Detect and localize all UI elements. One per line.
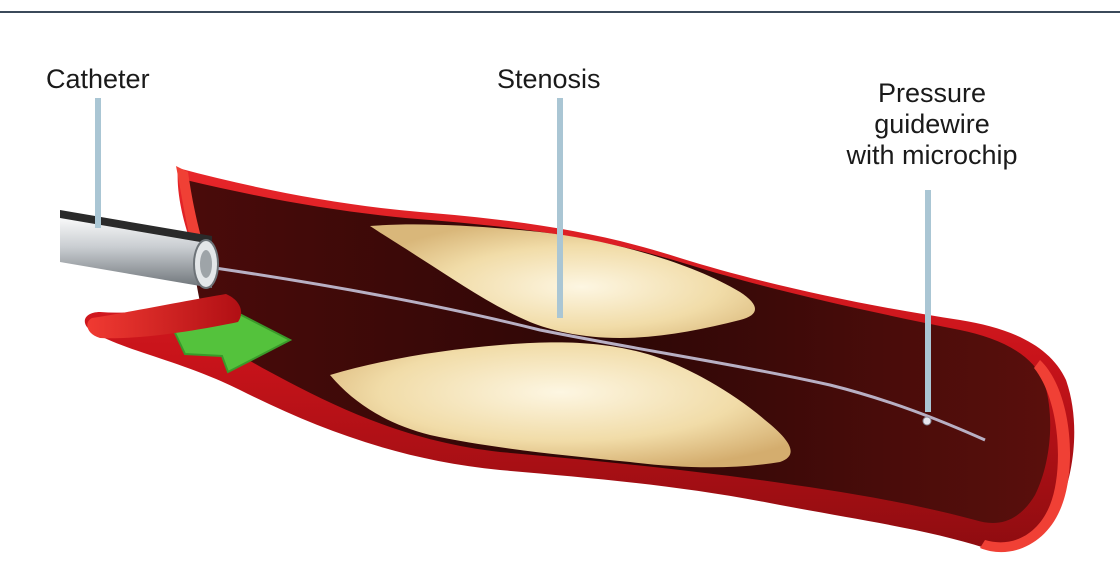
microchip [923,417,931,425]
guidewire-label: Pressure guidewire with microchip [822,78,1042,171]
catheter-label: Catheter [46,64,150,95]
stenosis-label: Stenosis [497,64,601,95]
